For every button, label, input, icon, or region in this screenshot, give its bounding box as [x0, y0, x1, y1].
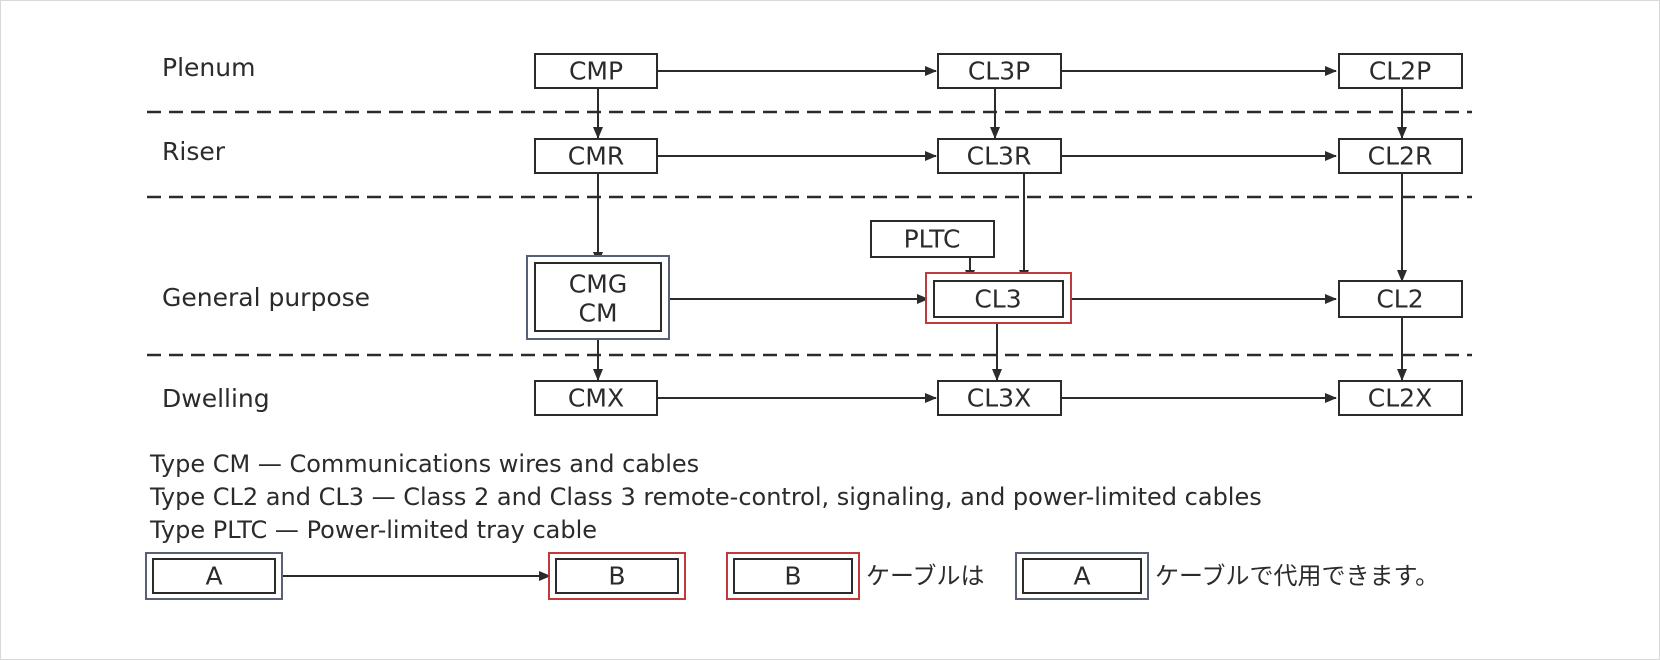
- box-pltc-label: PLTC: [904, 225, 961, 254]
- box-pltc: PLTC: [870, 220, 995, 258]
- legend-box-a2-label: A: [1073, 562, 1090, 591]
- box-cmx: CMX: [534, 380, 658, 416]
- legend-box-a: A: [145, 552, 283, 600]
- row-label-general-purpose: General purpose: [162, 283, 370, 312]
- box-cl2p: CL2P: [1338, 53, 1463, 89]
- box-cmx-label: CMX: [568, 384, 624, 413]
- legend-box-b-label: B: [608, 562, 625, 591]
- box-cmr-label: CMR: [568, 142, 624, 171]
- box-cl2-label: CL2: [1376, 285, 1423, 314]
- box-cmg-cm: CMG CM: [526, 255, 670, 340]
- box-cmp-label: CMP: [569, 57, 623, 86]
- box-cl2p-label: CL2P: [1369, 57, 1431, 86]
- row-label-plenum: Plenum: [162, 53, 255, 82]
- legend-jp-mid-text: ケーブルは: [866, 562, 985, 590]
- legend-box-b: B: [548, 552, 686, 600]
- box-cl3: CL3: [925, 272, 1072, 324]
- legend-box-a-example: A: [1015, 552, 1149, 600]
- legend-type-pltc: Type PLTC — Power-limited tray cable: [149, 516, 597, 544]
- row-label-riser: Riser: [162, 137, 226, 166]
- box-cl2r-label: CL2R: [1368, 142, 1433, 171]
- box-cmr: CMR: [534, 138, 658, 174]
- legend-type-cl2-cl3: Type CL2 and CL3 — Class 2 and Class 3 r…: [149, 483, 1262, 511]
- box-cl3-label: CL3: [974, 285, 1021, 314]
- box-cl2: CL2: [1338, 280, 1463, 318]
- box-cl3p: CL3P: [937, 53, 1062, 89]
- box-cl2r: CL2R: [1338, 138, 1463, 174]
- box-cl3r-label: CL3R: [967, 142, 1032, 171]
- box-cl2x: CL2X: [1338, 380, 1463, 416]
- box-cmg-label: CMG: [569, 270, 627, 299]
- box-cl2x-label: CL2X: [1368, 384, 1432, 413]
- row-label-dwelling: Dwelling: [162, 384, 270, 413]
- box-cm-label: CM: [578, 299, 617, 328]
- legend-box-b-example: B: [726, 552, 860, 600]
- legend-box-b2-label: B: [784, 562, 801, 591]
- box-cl3x: CL3X: [937, 380, 1062, 416]
- legend-box-a-label: A: [205, 562, 222, 591]
- legend-jp-end-text: ケーブルで代用できます。: [1155, 562, 1439, 590]
- box-cl3x-label: CL3X: [967, 384, 1031, 413]
- box-cl3p-label: CL3P: [968, 57, 1030, 86]
- box-cmp: CMP: [534, 53, 658, 89]
- box-cl3r: CL3R: [937, 138, 1062, 174]
- legend-type-cm: Type CM — Communications wires and cable…: [149, 450, 699, 478]
